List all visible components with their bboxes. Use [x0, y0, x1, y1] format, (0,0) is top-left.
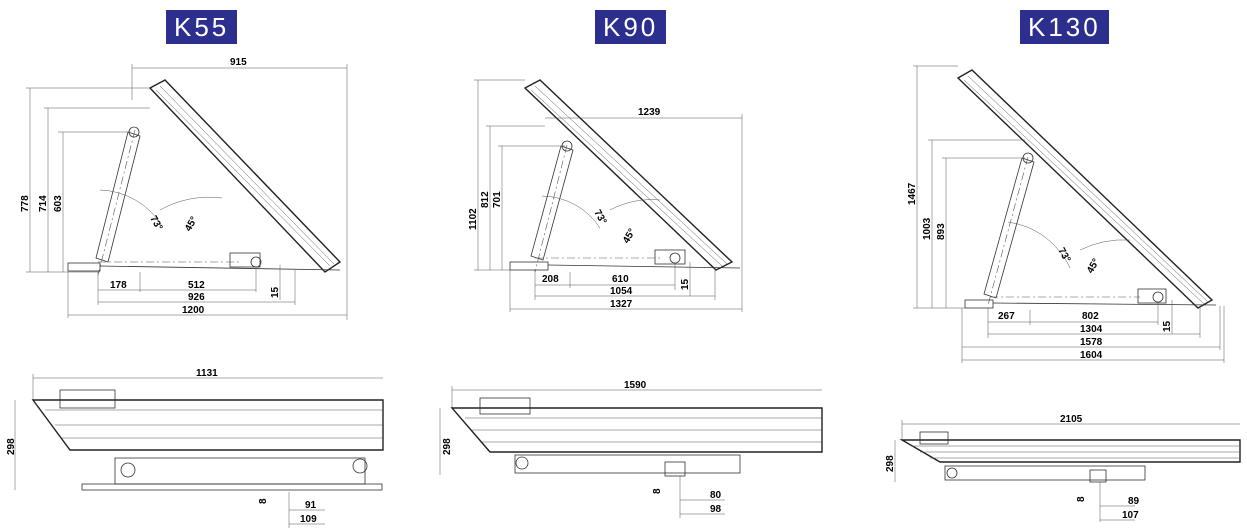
- dim-overall-length: 1327: [610, 299, 633, 310]
- dim-base-span: 926: [188, 292, 205, 303]
- dim-base-offset: 178: [110, 280, 127, 291]
- dim-overall-length: 1200: [182, 305, 205, 316]
- dim-height-pivot: 714: [38, 195, 49, 212]
- dim-height: 298: [6, 438, 17, 455]
- dim-bolt: 8: [652, 488, 663, 494]
- angle-frame: 45°: [183, 215, 200, 234]
- model-badge-k130: K130: [1020, 10, 1109, 44]
- dim-length: 2105: [1060, 414, 1083, 425]
- dim-cylinder-span: 512: [188, 280, 205, 291]
- dim-height-pivot: 812: [480, 191, 491, 208]
- angle-cylinder: 73°: [147, 214, 164, 233]
- k90-lower-view: 1590 298 8 80 98: [439, 380, 823, 518]
- dim-height-cylinder: 603: [53, 195, 64, 212]
- dim-overall-length: 1578: [1080, 337, 1103, 348]
- dim-base-span: 1304: [1080, 324, 1103, 335]
- model-badge-k55: K55: [166, 10, 238, 44]
- dim-width-top: 1239: [638, 107, 661, 118]
- dim-base-span: 1054: [610, 286, 633, 297]
- k55-side-view: 778 714 603 915 73° 45° 178 512 926 1200…: [20, 57, 348, 320]
- dim-cylinder-span: 802: [1082, 311, 1099, 322]
- dim-length: 1131: [196, 368, 218, 379]
- k130-side-view: 1467 1003 893 73° 45° 267 802 1304 1578 …: [907, 65, 1225, 363]
- dim-cylinder-span: 610: [612, 274, 629, 285]
- k130-lower-view: 2105 298 8 89 107: [885, 414, 1241, 522]
- angle-frame: 45°: [1085, 257, 1102, 276]
- dim-height-pivot: 1003: [922, 217, 933, 240]
- k90-side-view: 1102 812 701 1239 73° 45° 208 610 1054 1…: [468, 79, 743, 312]
- dim-base-offset: 267: [998, 311, 1015, 322]
- dim-height-total: 1102: [468, 208, 479, 230]
- dim-foot-height: 15: [270, 286, 281, 298]
- k55-lower-view: 1131 298 8 91 109: [6, 368, 384, 528]
- dim-base-offset: 208: [542, 274, 559, 285]
- dim-offset-a: 89: [1128, 496, 1140, 507]
- dim-height-total: 1467: [907, 182, 918, 205]
- dim-offset-a: 91: [305, 500, 317, 511]
- dim-foot-height: 15: [680, 278, 691, 290]
- model-badge-k90: K90: [595, 10, 667, 44]
- dim-overall-length-2: 1604: [1080, 350, 1103, 361]
- dim-offset-a: 80: [710, 490, 722, 501]
- dim-foot-height: 15: [1162, 320, 1173, 332]
- angle-frame: 45°: [621, 227, 638, 246]
- dim-height-cylinder: 893: [936, 223, 947, 240]
- dim-bolt: 8: [1076, 496, 1087, 502]
- dim-offset-b: 109: [300, 514, 317, 525]
- dim-bolt: 8: [258, 498, 269, 504]
- dim-height: 298: [442, 438, 453, 455]
- dim-width-top: 915: [230, 57, 247, 68]
- angle-cylinder: 73°: [591, 208, 608, 227]
- dim-height: 298: [885, 455, 896, 472]
- dim-height-total: 778: [20, 195, 31, 212]
- dim-length: 1590: [624, 380, 647, 391]
- dim-height-cylinder: 701: [492, 191, 503, 208]
- dim-offset-b: 107: [1122, 510, 1139, 521]
- dim-offset-b: 98: [710, 504, 722, 515]
